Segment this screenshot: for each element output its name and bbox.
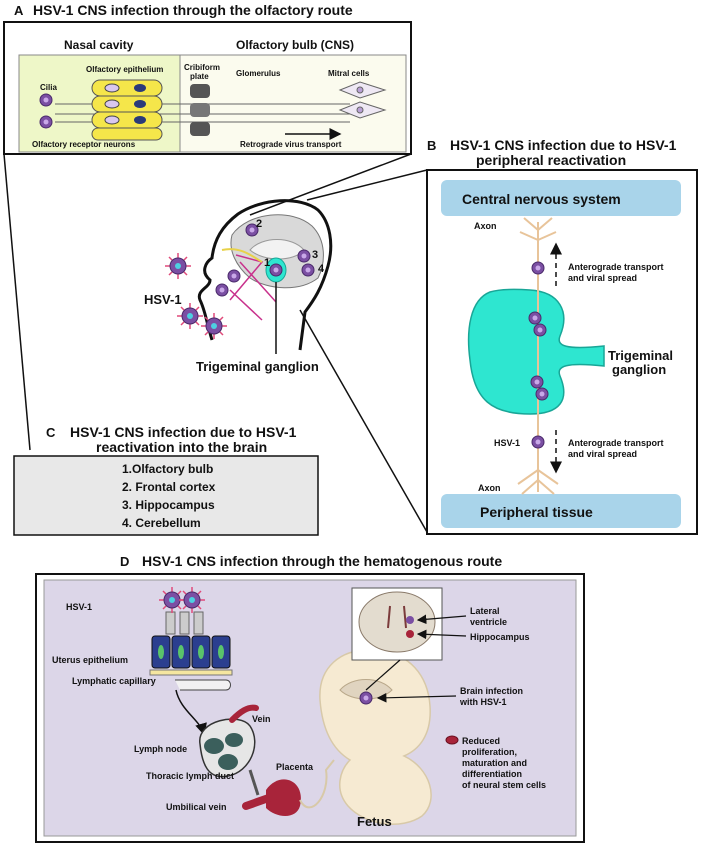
head-region-3: 3: [312, 249, 318, 261]
virus-icon: [533, 323, 547, 337]
fetus-label: Fetus: [357, 814, 392, 829]
retrograde-label: Retrograde virus transport: [240, 140, 342, 149]
lateral-label-1: Lateral: [470, 606, 500, 616]
vein-shape: [229, 704, 259, 723]
brain-region-item: 1.Olfactory bulb: [122, 462, 213, 476]
cribiform-label-2: plate: [190, 72, 209, 81]
mitral-cells-label: Mitral cells: [328, 69, 370, 78]
hsv1-virion-icon: [164, 252, 192, 280]
d-hsv1-label: HSV-1: [66, 602, 92, 612]
antero-top-1: Anterograde transport: [568, 262, 664, 272]
lymphatic-label: Lymphatic capillary: [72, 676, 156, 686]
lateral-ventricle-arrow: [416, 614, 467, 625]
umbilical-cord: [299, 759, 335, 809]
trig-label-1: Trigeminal: [608, 348, 673, 363]
brain-region-item: 3. Hippocampus: [122, 498, 215, 512]
placenta-shape: [266, 779, 301, 816]
brain-infection-arrow: [376, 692, 457, 703]
zoom-line-b-bottom: [299, 309, 428, 533]
head-region-1: 1: [264, 257, 270, 269]
virus-icon: [530, 375, 544, 389]
cribiform-plate: [190, 84, 210, 136]
virus-icon: [531, 435, 545, 449]
panel-b-title-2: peripheral reactivation: [476, 152, 626, 168]
virus-icon: [535, 387, 549, 401]
panel-c-title-1: HSV-1 CNS infection due to HSV-1: [70, 424, 297, 440]
placenta-label: Placenta: [276, 762, 314, 772]
head-hsv1-label: HSV-1: [144, 292, 182, 307]
cilia-label: Cilia: [40, 83, 57, 92]
reduced-line: Reduced: [462, 736, 500, 746]
panel-a-letter: A: [14, 3, 24, 18]
head-region-2: 2: [256, 218, 262, 230]
umbilical-vein-shape: [242, 790, 284, 810]
panel-b-title-1: HSV-1 CNS infection due to HSV-1: [450, 137, 677, 153]
nasal-cavity-label: Nasal cavity: [64, 38, 134, 52]
head-region-4: 4: [318, 263, 325, 275]
panel-a-title: HSV-1 CNS infection through the olfactor…: [33, 2, 353, 18]
brain-infection-label-2: with HSV-1: [459, 697, 507, 707]
trigeminal-ganglion-label: Trigeminal ganglion: [196, 359, 319, 374]
peripheral-box: [441, 494, 681, 528]
mitral-cells: [338, 81, 387, 119]
uterus-epithelium: [149, 611, 233, 676]
zoom-line-left: [3, 153, 31, 451]
thoracic-duct-shape: [248, 769, 260, 796]
reduced-marker-icon: [445, 735, 459, 745]
axon-top-label: Axon: [474, 221, 497, 231]
reduced-line: maturation and: [462, 758, 527, 768]
trigeminal-ganglion-shape: [467, 288, 605, 415]
brain-region-item: 2. Frontal cortex: [122, 480, 216, 494]
panel-c-frame: [13, 455, 319, 536]
zoom-line-a: [249, 153, 412, 216]
cns-box: [441, 180, 681, 216]
lymphatic-capillary-shape: [175, 679, 231, 691]
cribiform-label-1: Cribiform: [184, 63, 220, 72]
thoracic-label: Thoracic lymph duct: [146, 771, 234, 781]
axon-bot-label: Axon: [478, 483, 501, 493]
hippocampus-label: Hippocampus: [470, 632, 530, 642]
hippocampus-arrow: [416, 629, 467, 640]
head-illustration: [197, 199, 333, 354]
panel-c-title-2: reactivation into the brain: [96, 439, 267, 455]
panel-d-title: HSV-1 CNS infection through the hematoge…: [142, 553, 502, 569]
panel-b-letter: B: [427, 138, 436, 153]
olfactory-epithelium-label: Olfactory epithelium: [86, 65, 163, 74]
brain-region-item: 4. Cerebellum: [122, 516, 201, 530]
uterus-label: Uterus epithelium: [52, 655, 128, 665]
b-hsv1-label: HSV-1: [494, 438, 520, 448]
glomerulus-label: Glomerulus: [236, 69, 281, 78]
zoom-line-b-top: [306, 169, 428, 201]
virus-icon: [531, 261, 545, 275]
brain-infection-label-1: Brain infection: [460, 686, 523, 696]
peripheral-label: Peripheral tissue: [480, 504, 593, 520]
antero-top-2: and viral spread: [568, 273, 637, 283]
panel-d-letter: D: [120, 554, 129, 569]
vein-label: Vein: [252, 714, 271, 724]
reduced-line: of neural stem cells: [462, 780, 546, 790]
panel-c-letter: C: [46, 425, 56, 440]
lymph-node-label: Lymph node: [134, 744, 187, 754]
fetal-brain-section: [351, 587, 443, 661]
lymph-node-shape: [199, 718, 256, 778]
olfactory-bulb-label: Olfactory bulb (CNS): [236, 38, 354, 52]
trig-label-2: ganglion: [612, 362, 666, 377]
reduced-line: proliferation,: [462, 747, 517, 757]
panel-d-background: [43, 579, 577, 837]
antero-bot-1: Anterograde transport: [568, 438, 664, 448]
antero-bot-2: and viral spread: [568, 449, 637, 459]
receptor-neurons-label: Olfactory receptor neurons: [32, 140, 136, 149]
cns-label: Central nervous system: [462, 191, 621, 207]
reduced-line: differentiation: [462, 769, 522, 779]
lateral-label-2: ventricle: [470, 617, 507, 627]
brain-zoom-line: [365, 659, 401, 691]
virus-icon: [528, 311, 542, 325]
umbilical-label: Umbilical vein: [166, 802, 227, 812]
